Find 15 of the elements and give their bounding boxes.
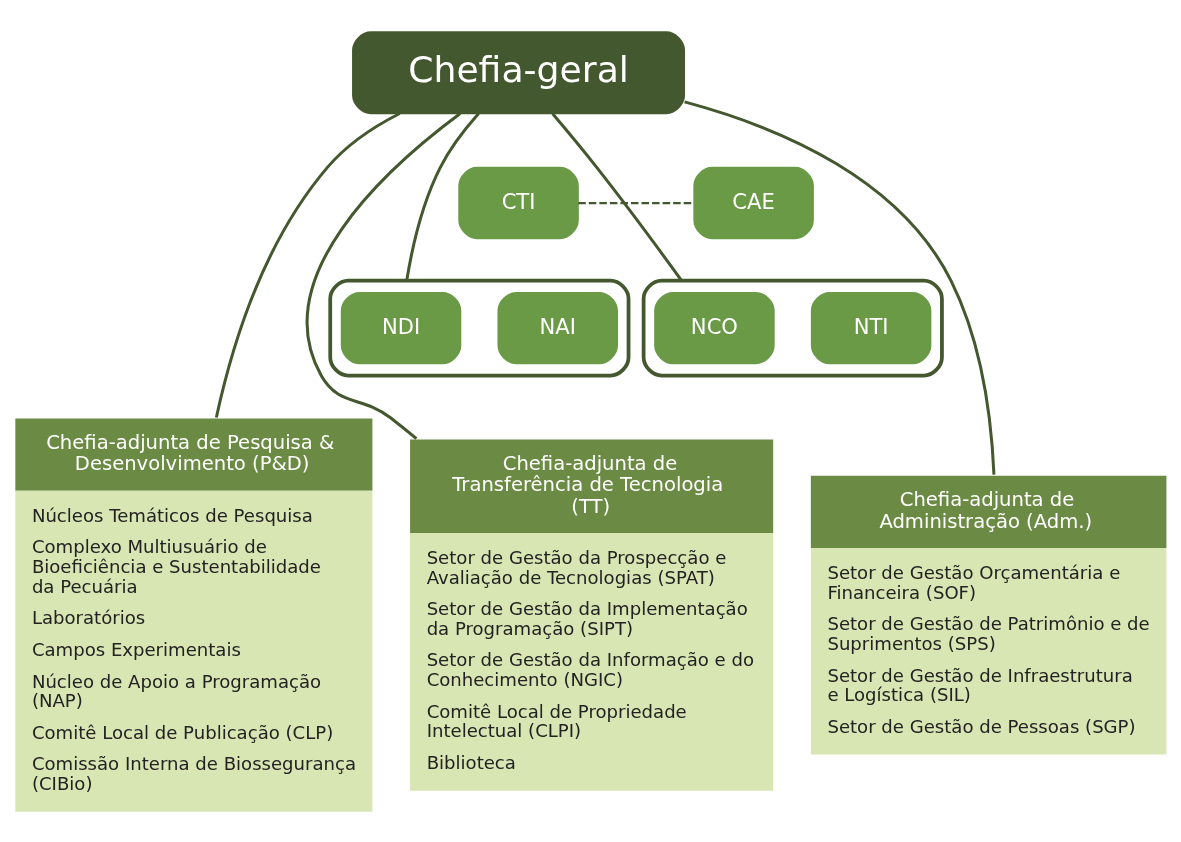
node-box: NAI — [497, 291, 618, 364]
connector — [405, 112, 480, 281]
connector — [214, 111, 401, 418]
connector — [551, 112, 683, 281]
node-box: Chefia-geral — [352, 30, 686, 114]
node-box: CTI — [458, 166, 579, 239]
connector — [578, 201, 694, 204]
cluster — [641, 278, 944, 377]
connector — [684, 99, 996, 475]
node-box: CAE — [693, 166, 814, 239]
connector — [305, 111, 462, 440]
node-box: NTI — [810, 291, 932, 364]
cluster — [328, 278, 631, 377]
node-box: NDI — [340, 291, 462, 364]
node-box: NCO — [654, 291, 775, 364]
